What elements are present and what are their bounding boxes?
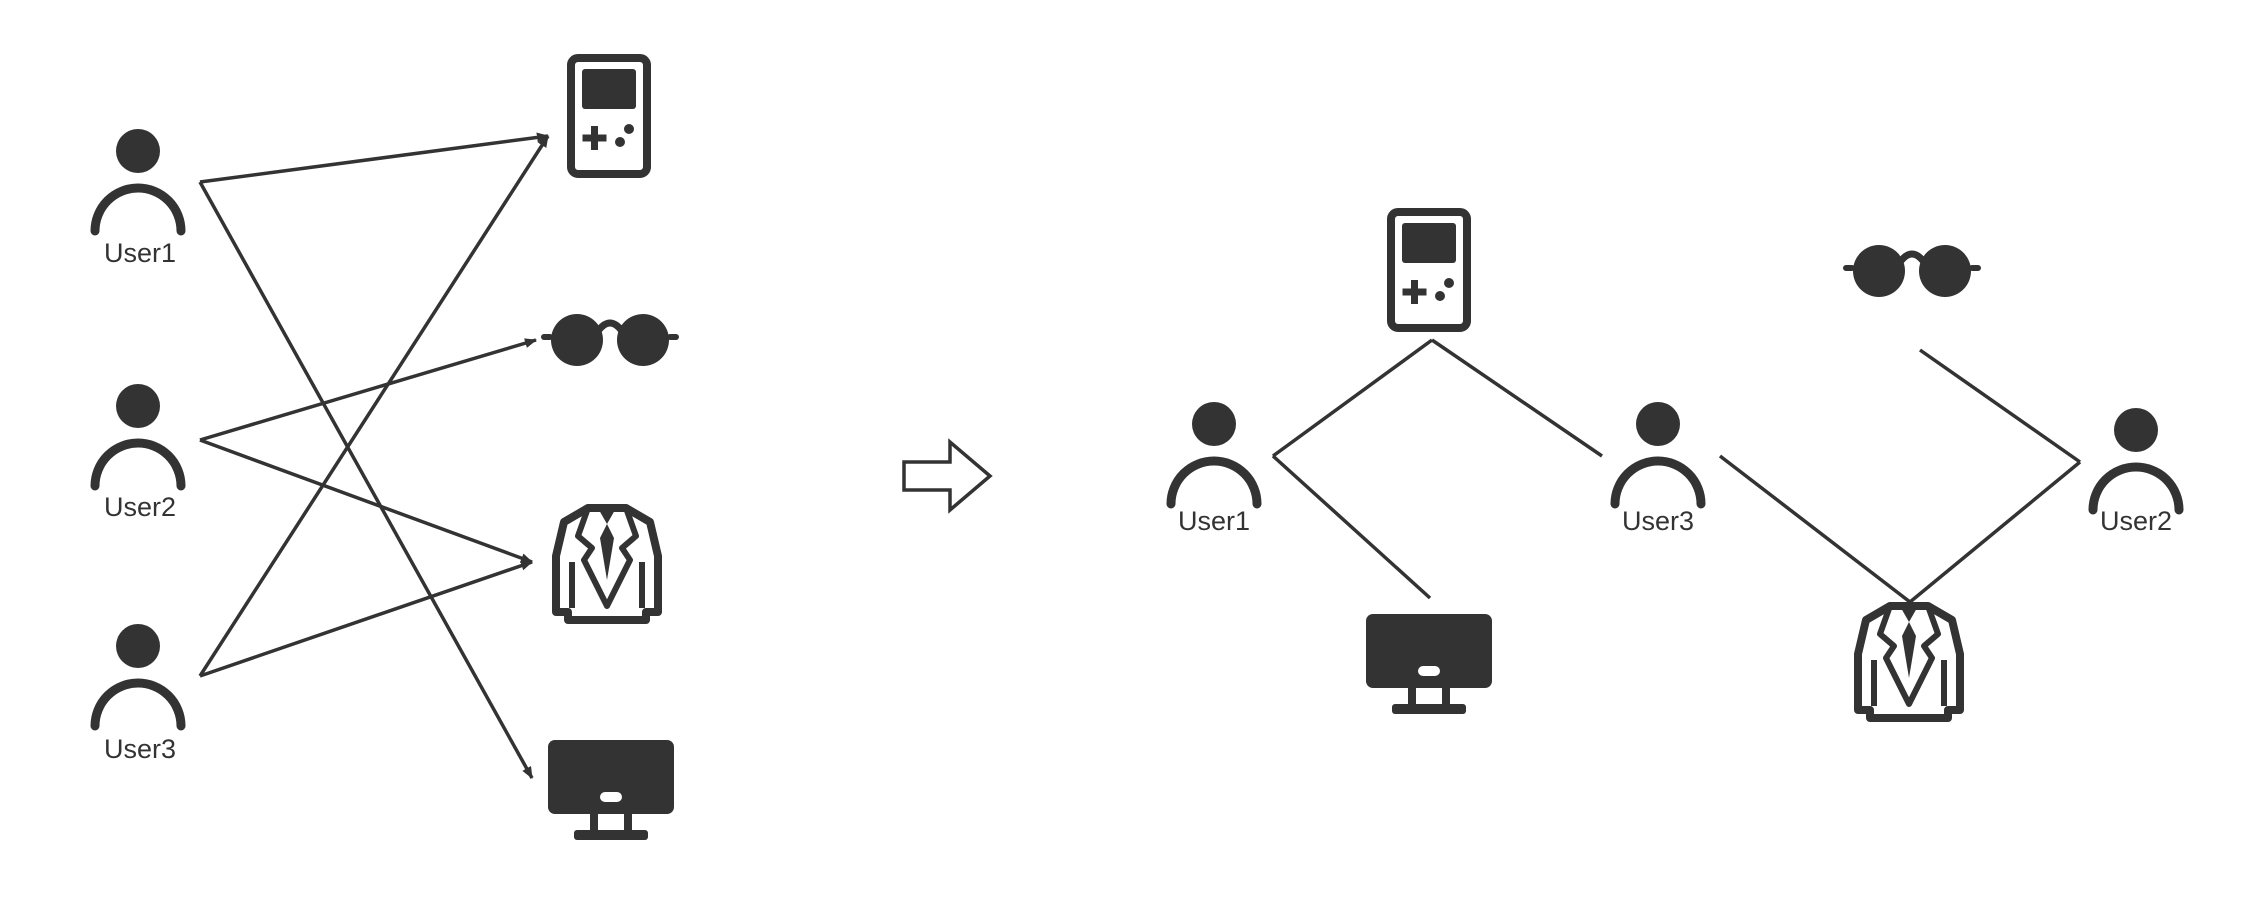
user-label: User2: [2100, 506, 2172, 536]
edge-u3-game: [1431, 338, 1603, 458]
monitor-icon: [548, 740, 674, 840]
user-label: User2: [104, 492, 176, 522]
sunglasses-icon: [1843, 245, 1981, 297]
edge-u2-glasses: [199, 338, 537, 442]
sunglasses-icon: [541, 314, 679, 366]
user-label: User3: [104, 734, 176, 764]
edge-u2-glasses: [1918, 348, 2082, 464]
user-node-user1: User1: [1171, 402, 1257, 536]
jacket-icon: [556, 508, 658, 620]
edge-u2-jacket: [199, 438, 533, 564]
user-icon: [95, 624, 181, 726]
left-edges: [198, 132, 550, 779]
user-node-user3: User3: [1615, 402, 1701, 536]
edge-u1-game: [199, 132, 549, 184]
edge-u2-jacket: [1908, 460, 2082, 604]
edge-u1-monitor: [198, 181, 534, 779]
user-icon: [1615, 402, 1701, 504]
right-graph-layout: User1 User3 User2: [1171, 212, 2179, 718]
user-node-user2: User2: [2093, 408, 2179, 536]
user-label: User1: [1178, 506, 1250, 536]
right-edges: [1271, 338, 2082, 604]
user-icon: [95, 129, 181, 231]
user-node-user2: User2: [95, 384, 181, 522]
edge-u1-game: [1271, 338, 1434, 458]
edge-u1-monitor: [1271, 454, 1432, 600]
user-icon: [95, 384, 181, 486]
game-console-icon: [1391, 212, 1467, 328]
user-node-user1: User1: [95, 129, 181, 268]
edge-u3-jacket: [1718, 454, 1912, 604]
game-console-icon: [571, 58, 647, 174]
user-node-user3: User3: [95, 624, 181, 764]
right-arrow-icon: [902, 438, 993, 514]
left-nodes: User1 User2 User3: [95, 58, 679, 840]
user-label: User3: [1622, 506, 1694, 536]
right-nodes: User1 User3 User2: [1171, 212, 2179, 718]
user-label: User1: [104, 238, 176, 268]
edge-u3-jacket: [199, 560, 533, 678]
user-icon: [1171, 402, 1257, 504]
jacket-icon: [1858, 606, 1960, 718]
user-icon: [2093, 408, 2179, 510]
monitor-icon: [1366, 614, 1492, 714]
edge-u3-game: [198, 135, 550, 677]
left-bipartite-graph: User1 User2 User3: [95, 58, 679, 840]
